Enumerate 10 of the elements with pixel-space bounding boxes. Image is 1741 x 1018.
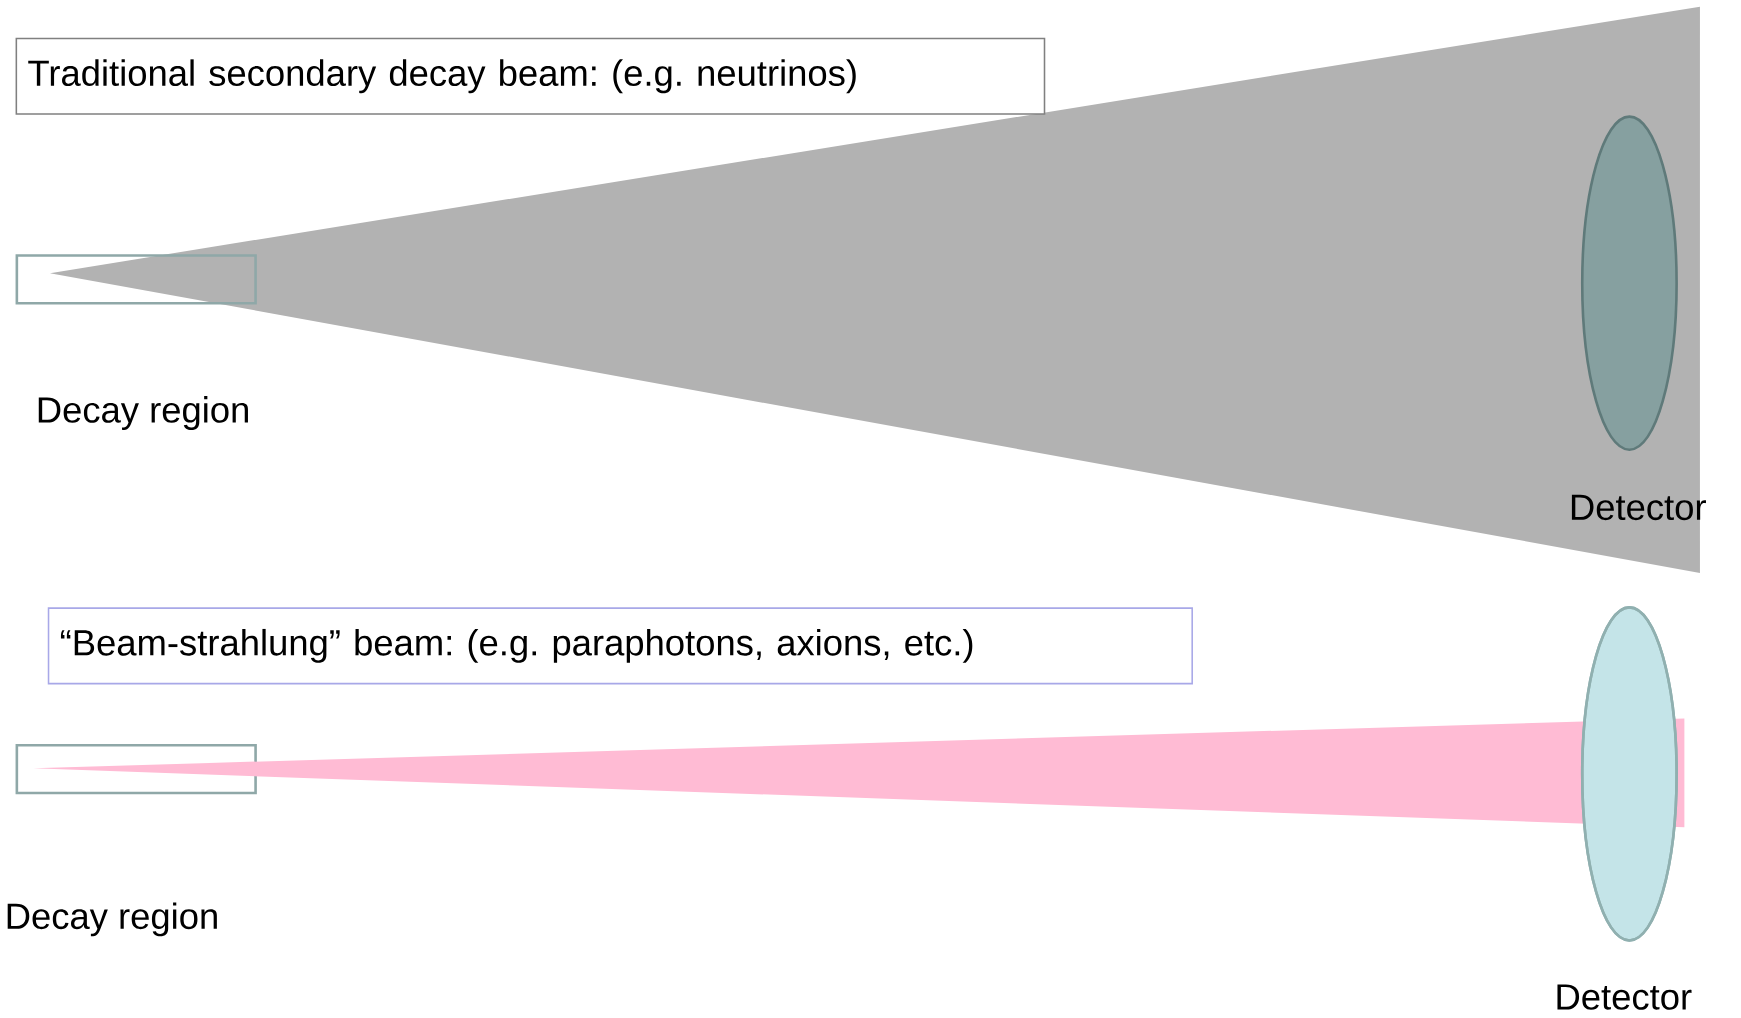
caption-label: Decay region bbox=[38, 396, 248, 430]
title-box: Traditional secondary decay beam: (e.g. neutrinos) bbox=[15, 37, 1046, 115]
decay-region-box bbox=[15, 743, 257, 795]
caption-label: Decay region bbox=[7, 902, 217, 937]
caption-label: Detector bbox=[1571, 494, 1706, 521]
title-box: “Beam-strahlung” beam: (e.g. paraphotons, axions, etc.) bbox=[47, 607, 1193, 685]
decay-region-box bbox=[15, 254, 257, 305]
detector-ellipse bbox=[1580, 606, 1678, 942]
caption-label: Detector bbox=[1557, 984, 1692, 1010]
detector-ellipse bbox=[1580, 115, 1678, 451]
